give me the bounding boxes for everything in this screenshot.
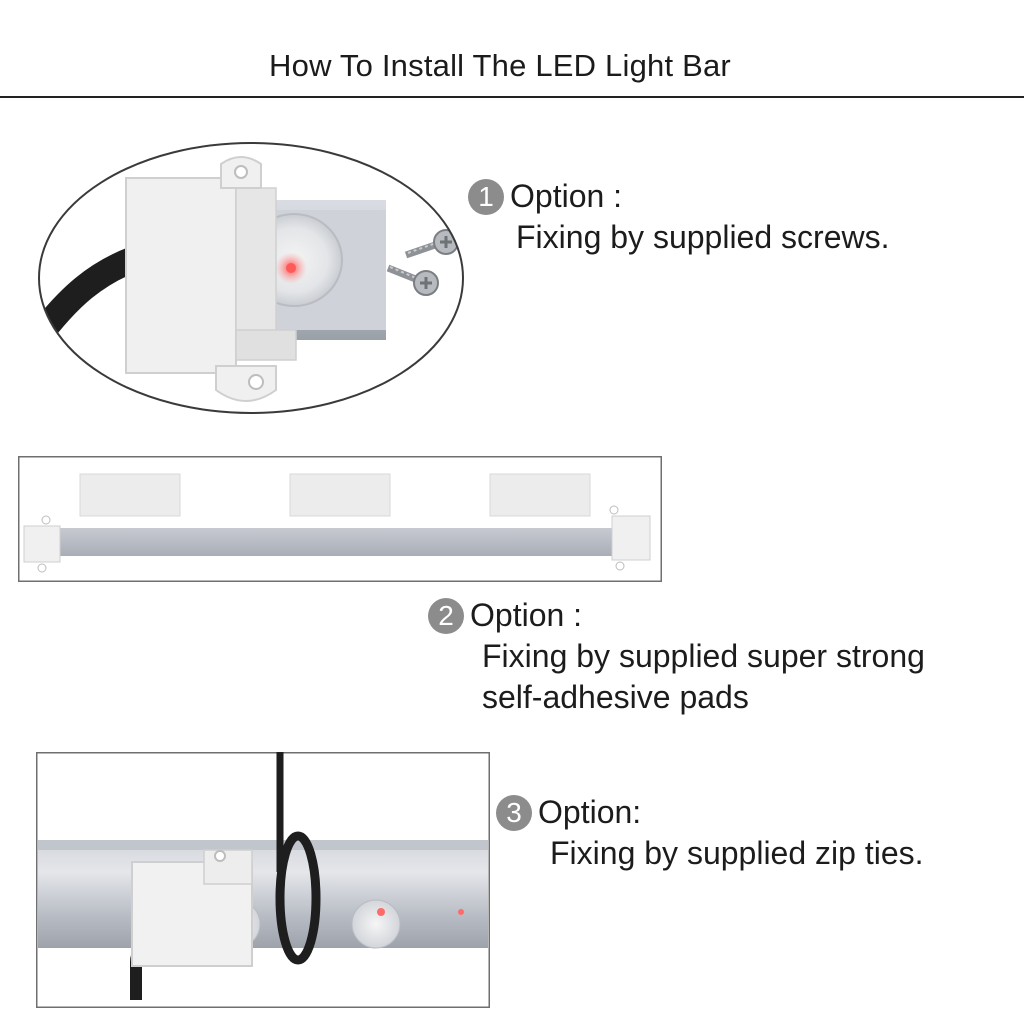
option-description-line: Fixing by supplied super strong — [482, 638, 925, 674]
option-description-line: self-adhesive pads — [482, 679, 749, 715]
adhesive-pad — [289, 473, 391, 517]
option-heading: Option : — [510, 178, 623, 214]
page-title: How To Install The LED Light Bar — [269, 48, 731, 83]
screw-icon — [386, 264, 439, 296]
option-description-line: Fixing by supplied zip ties. — [550, 835, 924, 871]
option-3: 3 Option: Fixing by supplied zip ties. — [496, 792, 924, 874]
option-number-badge: 1 — [468, 178, 504, 215]
adhesive-pad-illustration — [18, 456, 662, 582]
option-description-line: Fixing by supplied screws. — [516, 219, 890, 255]
option-heading: Option : — [470, 597, 583, 633]
zip-tie-illustration — [36, 752, 490, 1008]
zip-tie-icon — [275, 752, 321, 965]
adhesive-pad — [489, 473, 591, 517]
adhesive-pad — [79, 473, 181, 517]
option-number-badge: 2 — [428, 597, 464, 634]
option-number-badge: 3 — [496, 794, 532, 831]
screw-mount-illustration — [36, 140, 466, 420]
option-2: 2 Option : Fixing by supplied super stro… — [428, 595, 925, 718]
option-1: 1 Option : Fixing by supplied screws. — [468, 176, 889, 258]
header-divider — [0, 96, 1024, 98]
option-heading: Option: — [538, 794, 642, 830]
